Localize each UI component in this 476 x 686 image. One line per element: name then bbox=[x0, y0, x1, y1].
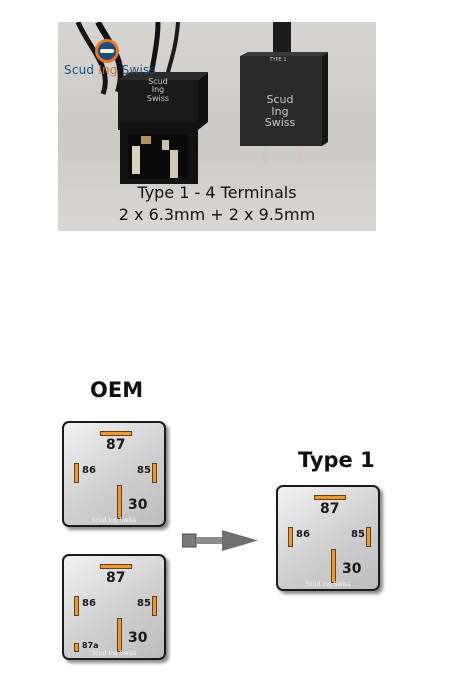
right-relay-label: Scud Ing Swiss bbox=[264, 93, 296, 130]
oem-relay-diagram-a: 87 86 85 30 Scud Ing Swiss bbox=[62, 421, 166, 527]
left-relay-label: Scud Ing Swiss bbox=[146, 77, 170, 103]
terminal-86-label: 86 bbox=[82, 465, 96, 476]
terminal-87-label: 87 bbox=[106, 437, 126, 453]
terminal-85-label: 85 bbox=[351, 529, 365, 540]
terminal-86-bar bbox=[74, 596, 79, 616]
terminal-86-bar bbox=[288, 527, 293, 547]
terminal-87-label: 87 bbox=[106, 570, 126, 586]
terminal-86-bar bbox=[74, 463, 79, 483]
terminal-30-bar bbox=[117, 485, 122, 519]
arrow-right-icon bbox=[182, 530, 258, 551]
terminal-85-bar bbox=[366, 527, 371, 547]
type1-relay-diagram: 87 86 85 30 Scud Ing Swiss bbox=[276, 485, 380, 591]
terminal-30-bar bbox=[117, 618, 122, 652]
relay-watermark: Scud Ing Swiss bbox=[91, 517, 137, 524]
terminal-85-label: 85 bbox=[137, 465, 151, 476]
terminal-30-label: 30 bbox=[128, 630, 148, 646]
terminal-87-bar bbox=[100, 431, 132, 436]
relay-photo-drawing bbox=[75, 22, 328, 184]
relay-photo: Scud Ing Swiss Scud Ing Swiss Scud Ing S… bbox=[58, 22, 376, 231]
brand-wordmark: Scud Ing Swiss bbox=[64, 63, 156, 77]
terminal-86-label: 86 bbox=[82, 598, 96, 609]
terminal-87-label: 87 bbox=[320, 501, 340, 517]
right-relay-tag: TYPE 1 bbox=[269, 57, 287, 63]
terminal-30-label: 30 bbox=[128, 497, 148, 513]
car-logo-icon bbox=[95, 39, 119, 63]
photo-caption-title: Type 1 - 4 Terminals bbox=[137, 183, 297, 202]
terminal-86-label: 86 bbox=[296, 529, 310, 540]
terminal-30-bar bbox=[331, 549, 336, 583]
terminal-30-label: 30 bbox=[342, 561, 362, 577]
terminal-85-bar bbox=[152, 463, 157, 483]
brand-logo: Scud Ing Swiss bbox=[64, 38, 174, 82]
terminal-87a-bar bbox=[74, 643, 79, 652]
terminal-87a-label: 87a bbox=[82, 641, 99, 650]
type1-heading: Type 1 bbox=[298, 448, 375, 472]
terminal-85-bar bbox=[152, 596, 157, 616]
terminal-87-bar bbox=[314, 495, 346, 500]
oem-heading: OEM bbox=[90, 378, 144, 402]
photo-caption-dimensions: 2 x 6.3mm + 2 x 9.5mm bbox=[118, 205, 316, 224]
relay-watermark: Scud Ing Swiss bbox=[305, 581, 351, 588]
terminal-87-bar bbox=[100, 564, 132, 569]
oem-relay-diagram-b: 87 86 85 30 87a Scud Ing Swiss bbox=[62, 554, 166, 660]
relay-watermark: Scud Ing Swiss bbox=[91, 650, 137, 657]
terminal-85-label: 85 bbox=[137, 598, 151, 609]
